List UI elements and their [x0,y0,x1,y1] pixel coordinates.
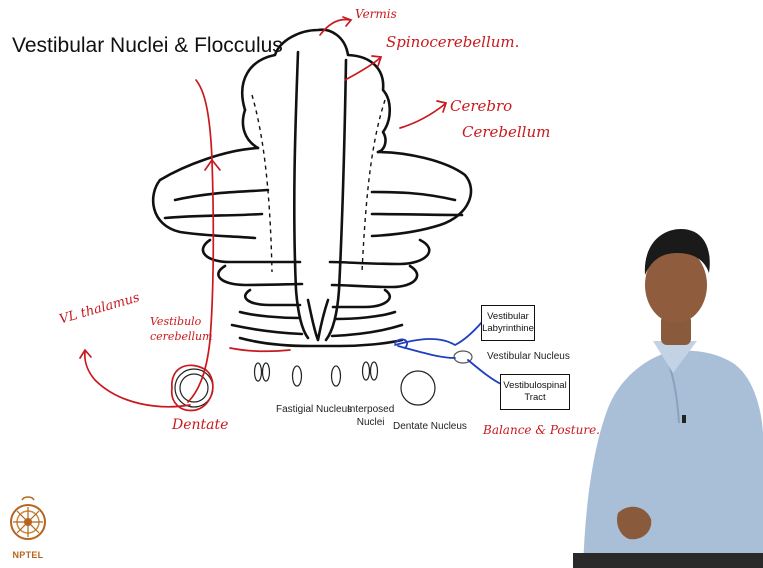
nptel-emblem-icon [8,490,48,550]
box-line: Labyrinthine [482,323,534,335]
bottom-fold-3 [240,338,402,346]
red-path-thalamus [85,352,190,407]
blue-loop [398,346,455,358]
dentate-nucleus-label: Dentate Nucleus [393,421,467,434]
red-arrow-spino [345,58,380,80]
annotation-vestibulo: Vestibulo [150,316,201,328]
blue-path-to-labyrinth [395,322,482,345]
lower-folium-2 [218,266,302,285]
fold-line-1 [175,190,268,200]
fastigial-left-shape [255,363,262,381]
interposed-shape [332,366,341,386]
annotation-spinocerebellum: Spinocerebellum. [386,34,519,51]
fold-line-4 [372,214,462,215]
box-line: Vestibular [482,311,534,323]
bottom-fold-2r [332,325,402,336]
fastigial-nucleus-label: Fastigial Nucleus [276,404,352,417]
blue-path-to-tract [468,360,503,385]
fold-line-2 [372,192,455,200]
annotation-vestibulo-cerebellum: cerebellum [150,331,213,343]
nodulus [308,300,328,340]
dentate-nucleus-right-shape [401,371,435,405]
red-flocculus-line [230,348,290,351]
dentate-nucleus-left-shape [175,369,213,407]
vestibular-nucleus-label: Vestibular Nucleus [487,351,570,364]
lower-folium-3r [333,290,390,307]
bottom-fold-1r [335,312,395,319]
interposed-nuclei-label: Interposed Nuclei [347,404,394,429]
annotation-cerebro: Cerebro [450,98,512,115]
middle-lobe-outline [153,148,258,238]
annotation-dentate: Dentate [172,418,228,433]
nptel-logo: NPTEL [8,490,48,566]
vermis-left-line [294,52,308,338]
box-line: Tract [501,392,569,404]
bottom-fold-1 [240,312,300,318]
lower-folium-1r [330,240,429,264]
red-arrow-cerebro [400,104,445,128]
presenter-mic [682,415,686,423]
lower-folium-1 [203,240,300,262]
fastigial-shape [293,366,302,386]
presenter-video [573,223,763,568]
dashed-boundary-right [362,100,385,272]
upper-lobe-outline [242,30,389,152]
vestibular-labyrinthine-box: Vestibular Labyrinthine [481,305,535,341]
interposed-pair-a [363,362,370,380]
upper-lobe-left [243,110,258,148]
bottom-fold-2 [232,325,302,334]
annotation-cerebellum: Cerebellum [462,124,550,141]
box-line: Vestibulospinal [501,380,569,392]
red-circle-dentate [172,365,213,410]
dashed-boundary-left [252,95,272,272]
vestibulospinal-tract-box: Vestibulospinal Tract [500,374,570,410]
lower-folium-3 [245,290,300,305]
vermis-right-line [326,60,346,340]
lower-folium-2r [332,266,417,287]
nptel-logo-text: NPTEL [8,550,48,560]
annotation-vermis: Vermis [355,8,397,21]
